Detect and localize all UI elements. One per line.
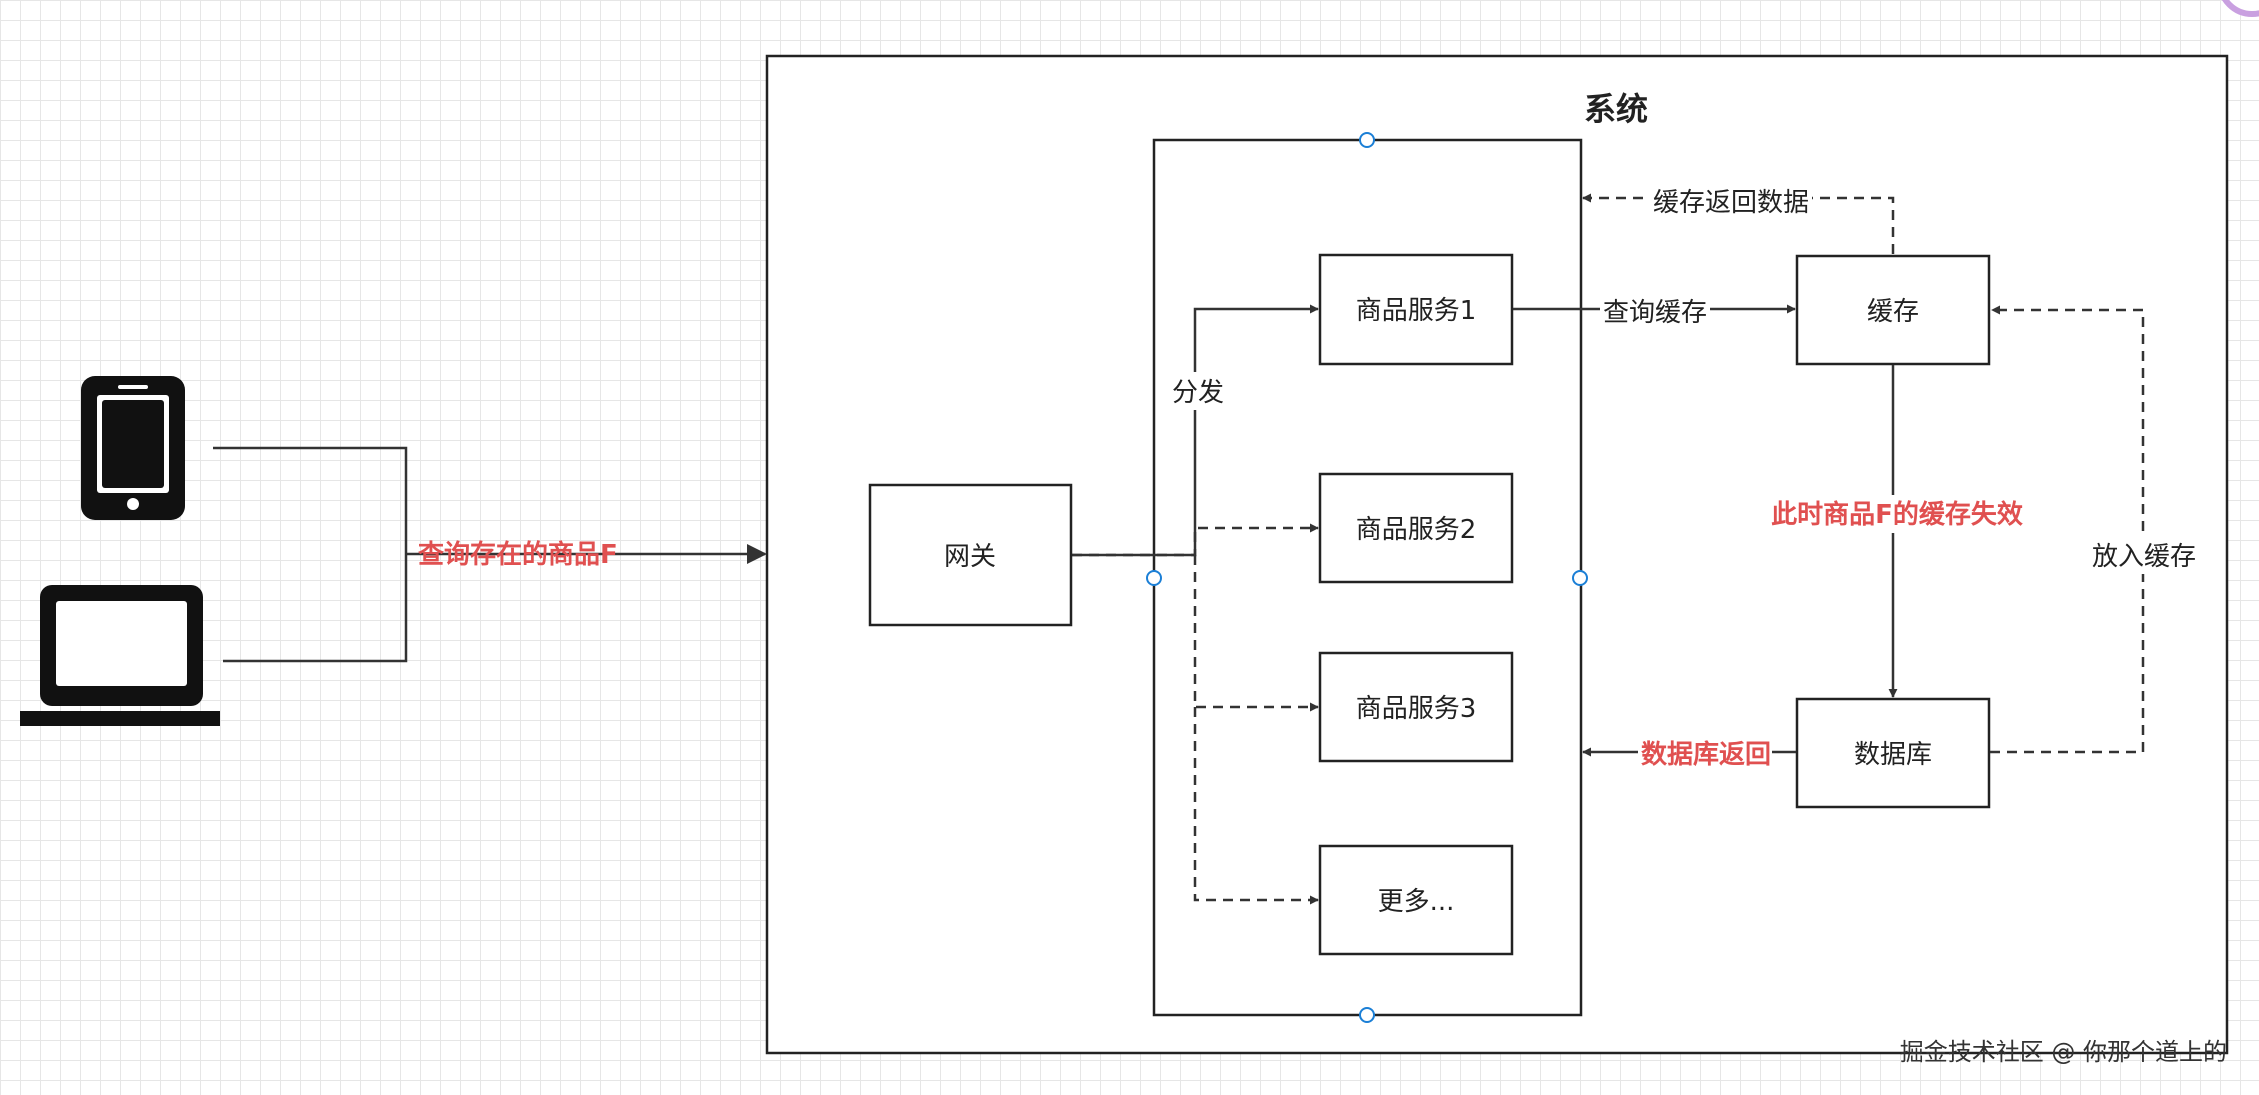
- put-cache-label-bg: [2090, 538, 2198, 574]
- service1-node[interactable]: [1318, 253, 1514, 366]
- database-node[interactable]: [1795, 697, 1991, 809]
- avatar[interactable]: [2220, 0, 2259, 17]
- edge-dispatch-more: [1193, 707, 1319, 905]
- handle-bottom[interactable]: [1359, 1007, 1375, 1023]
- handle-top[interactable]: [1359, 132, 1375, 148]
- service2-node[interactable]: [1318, 472, 1514, 584]
- dispatch-label-bg: [1166, 372, 1230, 410]
- db-return-label-bg: [1638, 735, 1772, 771]
- dispatch-label: 分发: [1172, 378, 1224, 408]
- client-request-label: 查询存在的商品F: [418, 539, 618, 570]
- cache-return-label: 缓存返回数据: [1653, 188, 1809, 218]
- gateway-node[interactable]: [868, 483, 1073, 627]
- watermark: 掘金技术社区 @ 你那个道上的: [1900, 1038, 2227, 1066]
- handle-right[interactable]: [1572, 570, 1588, 586]
- service3-node[interactable]: [1318, 651, 1514, 763]
- gateway-label: 网关: [944, 542, 996, 572]
- service2-label: 商品服务2: [1356, 515, 1477, 545]
- phone-icon: [81, 376, 185, 520]
- more-label: 更多...: [1378, 887, 1455, 917]
- cache-expired-label-bg: [1770, 495, 2016, 533]
- more-node[interactable]: [1318, 844, 1514, 956]
- cache-label: 缓存: [1867, 297, 1919, 327]
- service1-label: 商品服务1: [1356, 296, 1477, 326]
- database-label: 数据库: [1854, 740, 1932, 770]
- cache-node[interactable]: [1795, 254, 1991, 366]
- laptop-icon: [20, 585, 220, 726]
- query-cache-label-bg: [1600, 292, 1710, 328]
- handle-left[interactable]: [1146, 570, 1162, 586]
- put-cache-label: 放入缓存: [2092, 542, 2196, 572]
- edge-dispatch-service2: [1072, 523, 1319, 557]
- edge-put-cache: [1990, 305, 2145, 754]
- client-connector: [213, 446, 408, 663]
- system-title: 系统: [1584, 90, 1648, 128]
- service3-label: 商品服务3: [1356, 694, 1477, 724]
- query-cache-label: 查询缓存: [1603, 298, 1707, 328]
- db-return-label: 数据库返回: [1641, 740, 1771, 770]
- cache-return-label-bg: [1650, 182, 1812, 218]
- cache-expired-label: 此时商品F的缓存失效: [1771, 499, 2023, 530]
- edge-dispatch-service1: [1072, 304, 1319, 557]
